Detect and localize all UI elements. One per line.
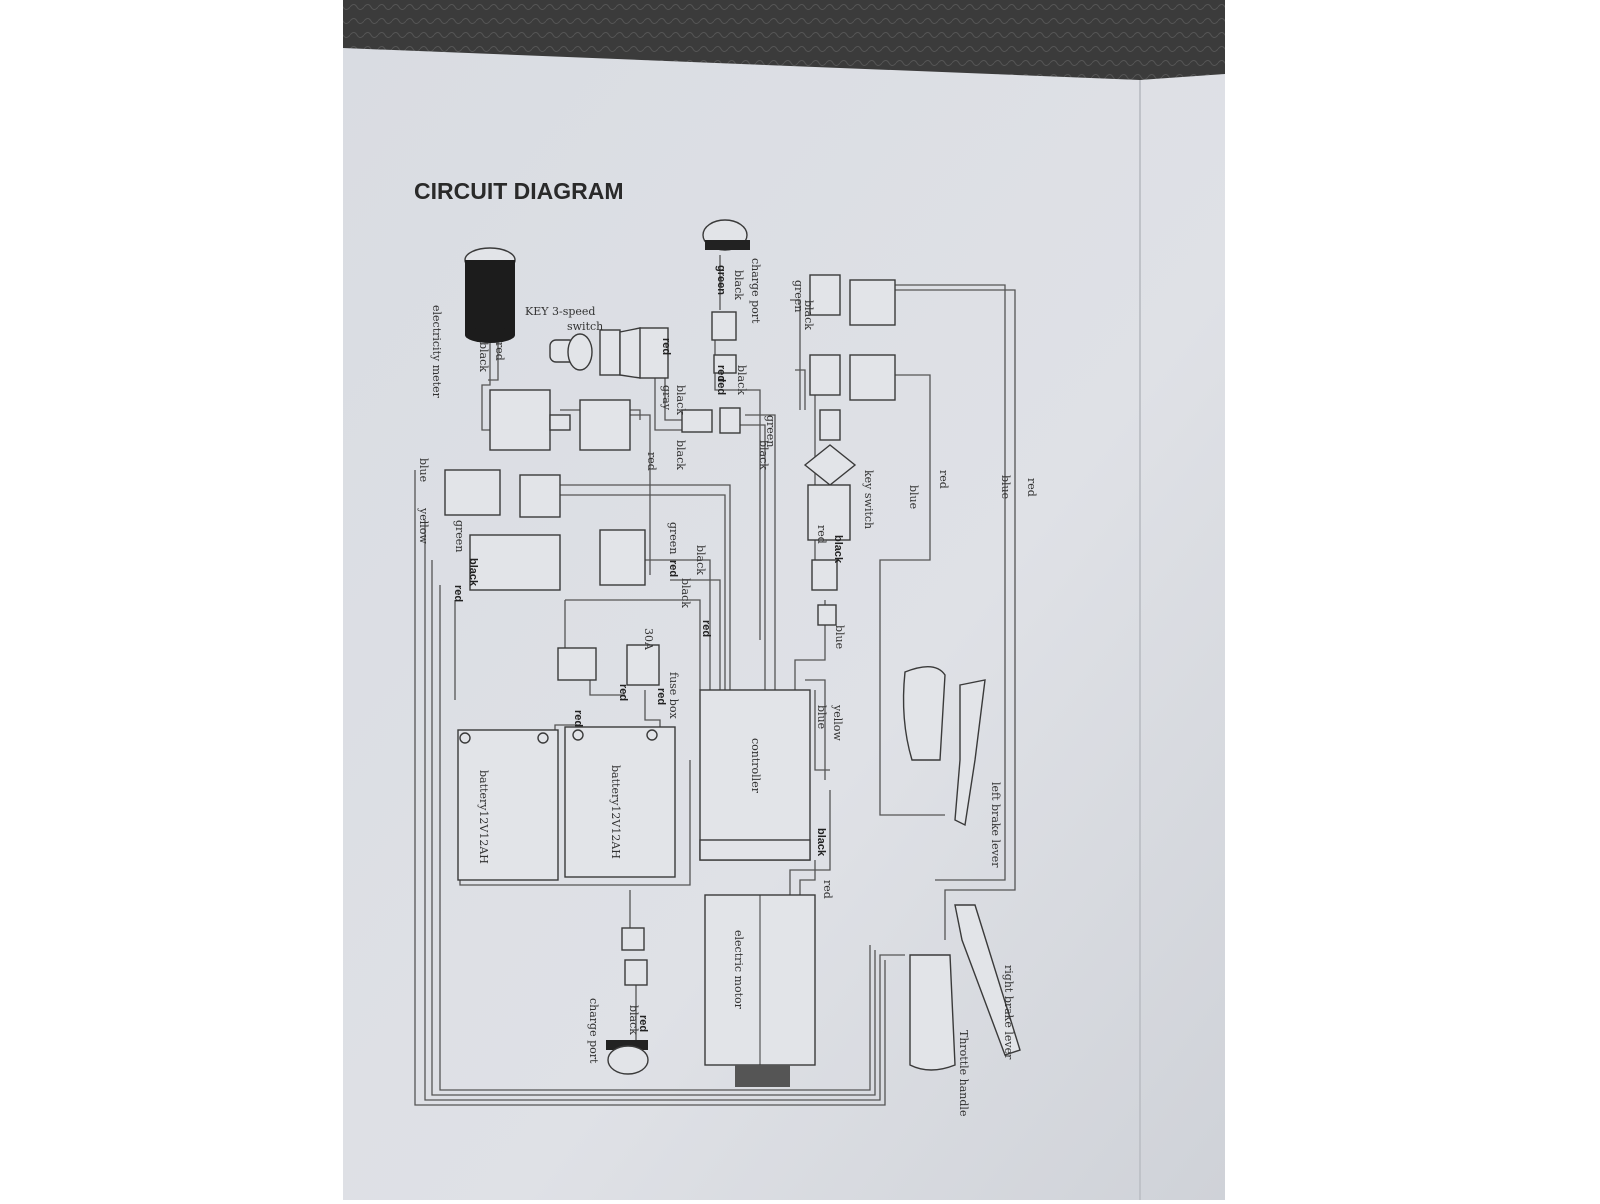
wire-label: red <box>617 684 629 701</box>
wire-label: black <box>735 365 748 395</box>
wire-label: black <box>627 1005 640 1035</box>
label-key-3-speed-switch: switch <box>567 320 603 333</box>
label-fuse-rating: 30A <box>642 628 655 651</box>
key-switch <box>803 409 857 626</box>
electric-motor <box>704 894 816 1087</box>
wire-label: black <box>467 558 479 587</box>
wire-label: yellow <box>831 704 844 741</box>
label-left-brake-lever: left brake lever <box>989 782 1002 868</box>
label-electric-motor: electric motor <box>732 930 745 1010</box>
wire-label: black <box>732 270 745 300</box>
wire-label: red <box>815 525 828 544</box>
electricity-meter <box>464 247 516 343</box>
label-charge-port-bottom: charge port <box>587 998 600 1064</box>
wire-label: red <box>655 688 667 705</box>
wire-label: red <box>637 1015 649 1032</box>
charge-port-bottom <box>606 927 649 1075</box>
page-title: CIRCUIT DIAGRAM <box>414 178 624 204</box>
wire-label: red <box>645 452 658 471</box>
wire-label: blue <box>815 705 828 729</box>
wire-label: red <box>452 585 464 602</box>
wire-label: black <box>674 440 687 470</box>
wire-label: black <box>679 578 692 608</box>
label-charge-port-top: charge port <box>749 258 762 324</box>
wire-label: red <box>572 710 584 727</box>
left-handle <box>902 666 986 827</box>
wire-label: red <box>660 338 672 355</box>
batteries <box>457 726 676 881</box>
wire-label: red <box>937 470 950 489</box>
wire-label: red <box>493 342 506 361</box>
wire-label: green <box>453 520 466 552</box>
wire-label: blue <box>907 485 920 509</box>
wire-label: red <box>715 378 727 395</box>
key-3-speed-switch <box>549 327 669 379</box>
wire-label: green <box>764 415 777 447</box>
wire-label: black <box>815 828 827 857</box>
controller <box>699 689 811 861</box>
wire-label: red <box>700 620 712 637</box>
wire-label: black <box>832 535 844 564</box>
wire-label: red <box>667 560 679 577</box>
label-fuse-box: fuse box <box>667 672 680 719</box>
wire-label: black <box>477 342 490 372</box>
label-battery-1: battery12V12AH <box>477 770 490 864</box>
wire-label: gray <box>660 385 673 411</box>
wire-label: black <box>757 440 770 470</box>
wire-label: green <box>667 522 680 554</box>
wire-label: red <box>715 365 727 382</box>
fuse-box <box>557 644 660 686</box>
wire-label: black <box>694 545 707 575</box>
right-handle <box>909 904 1021 1071</box>
label-electricity-meter: electricity meter <box>430 305 443 399</box>
wire-label: blue <box>417 458 430 482</box>
label-key-switch: key switch <box>862 470 875 529</box>
label-key-3-speed: KEY 3-speed <box>525 305 595 318</box>
wire-label: green <box>792 280 805 312</box>
label-right-brake-lever: right brake lever <box>1002 965 1015 1060</box>
wire-label: black <box>802 300 815 330</box>
wiring <box>414 255 1016 1106</box>
wire-label: yellow <box>417 507 430 544</box>
wire-labels: red black red gray black black red black… <box>417 265 1038 1035</box>
label-throttle-handle: Throttle handle <box>957 1030 970 1116</box>
label-battery-2: battery12V12AH <box>609 765 622 859</box>
wire-label: green <box>715 265 727 295</box>
charge-port-top <box>702 219 750 374</box>
component-labels: electricity meter KEY 3-speed switch cha… <box>430 258 1015 1116</box>
label-controller: controller <box>749 738 762 794</box>
wire-label: blue <box>999 475 1012 499</box>
diagram-photo: CIRCUIT DIAGRAM <box>343 0 1225 1200</box>
wire-label: red <box>1025 478 1038 497</box>
connectors-upper <box>444 274 896 591</box>
wire-label: blue <box>833 625 846 649</box>
wire-label: red <box>821 880 834 899</box>
wire-label: black <box>674 385 687 415</box>
